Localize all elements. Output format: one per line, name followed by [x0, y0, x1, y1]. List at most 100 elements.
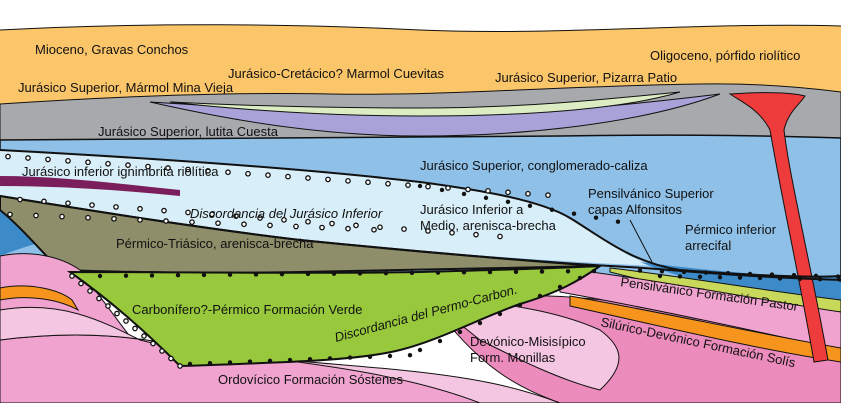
conglomerate-dot: [149, 273, 155, 278]
conglomerate-dot: [85, 159, 91, 166]
conglomerate-dot: [657, 273, 663, 279]
label-jur-inf-medio-2: Medio, arenisca-brecha: [420, 218, 557, 233]
conglomerate-dot: [517, 302, 523, 308]
conglomerate-dot: [17, 196, 23, 203]
conglomerate-dot: [65, 200, 71, 207]
conglomerate-dot: [111, 215, 117, 222]
conglomerate-dot: [527, 203, 533, 208]
layer-porfido-riolitico: [728, 92, 829, 363]
conglomerate-dot: [483, 195, 489, 201]
conglomerate-dot: [165, 165, 171, 171]
conglomerate-dot: [439, 187, 445, 193]
conglomerate-dot: [425, 183, 431, 190]
conglomerate-dot: [141, 333, 147, 339]
conglomerate-dot: [327, 356, 333, 361]
conglomerate-dot: [537, 293, 543, 299]
conglomerate-dot: [417, 347, 423, 353]
conglomerate-dot: [377, 224, 383, 231]
conglomerate-dot: [465, 186, 471, 193]
conglomerate-dot: [225, 169, 231, 176]
conglomerate-dot: [757, 275, 763, 281]
label-jur-cret: Jurásico-Cretácico? Marmol Cuevitas: [228, 66, 445, 81]
conglomerate-dot: [445, 185, 451, 191]
conglomerate-dot: [114, 310, 120, 317]
conglomerate-dot: [345, 178, 351, 184]
conglomerate-dot: [69, 273, 75, 279]
conglomerate-dot: [245, 170, 251, 177]
conglomerate-dot: [637, 268, 643, 273]
conglomerate-dot: [405, 182, 411, 188]
conglomerate-dot: [473, 231, 479, 238]
conglomerate-dot: [267, 222, 273, 229]
conglomerate-dot: [163, 218, 169, 224]
conglomerate-dot: [565, 269, 571, 274]
conglomerate-dot: [132, 325, 138, 332]
conglomerate-dot: [487, 269, 493, 275]
conglomerate-dot: [725, 271, 731, 276]
label-pensil-sup-2: capas Alfonsitos: [588, 202, 682, 217]
conglomerate-dot: [417, 183, 423, 189]
conglomerate-dot: [5, 153, 11, 160]
label-devonico-1: Devónico-Misisípico: [470, 334, 586, 349]
conglomerate-dot: [365, 179, 371, 186]
label-ignimbrita: Jurásico inferior ignimbrita riolítica: [22, 164, 219, 179]
conglomerate-dot: [319, 224, 325, 231]
layer-jurasico-inferior: [0, 150, 660, 266]
conglomerate-dot: [485, 188, 491, 194]
line-base-jurasico: [0, 195, 841, 281]
conglomerate-dot: [435, 270, 441, 275]
layer-ignimbrita: [0, 176, 180, 196]
conglomerate-dot: [241, 221, 247, 228]
conglomerate-dot: [461, 191, 467, 197]
conglomerate-dot: [145, 163, 151, 170]
conglomerate-dot: [777, 276, 783, 281]
conglomerate-dot: [677, 274, 683, 279]
conglomerate-dot: [817, 277, 823, 282]
conglomerate-dot: [78, 280, 84, 287]
conglomerate-dot: [175, 273, 181, 278]
conglomerate-dot: [45, 156, 51, 163]
layer-marmol-cuevitas: [169, 91, 681, 117]
conglomerate-dot: [215, 220, 221, 227]
conglomerate-dot: [697, 274, 703, 279]
conglomerate-dot: [353, 222, 359, 229]
conglomerate-dot: [150, 340, 156, 347]
conglomerate-dot: [85, 214, 91, 221]
conglomerate-dot: [425, 228, 431, 234]
conglomerate-dot: [571, 211, 577, 216]
label-jur-inf-medio-1: Jurásico Inferior a: [420, 202, 524, 217]
label-marmol-mina-vieja: Jurásico Superior, Mármol Mina Vieja: [18, 80, 234, 95]
conglomerate-dot: [123, 273, 129, 278]
conglomerate-dot: [227, 272, 233, 277]
conglomerate-dot: [505, 189, 511, 196]
conglomerate-dot: [97, 273, 103, 279]
conglomerate-dot: [113, 204, 119, 210]
conglomerate-dot: [293, 223, 299, 230]
conglomerate-dot: [96, 295, 102, 302]
conglomerate-dot: [791, 273, 797, 278]
conglomerate-dot: [207, 361, 213, 366]
conglomerate-dot: [105, 160, 111, 167]
conglomerate-dot: [201, 272, 207, 278]
conglomerate-dot: [265, 172, 271, 178]
conglomerate-dot: [545, 192, 551, 198]
label-discordancia-jurasico: Discordancia del Jurásico Inferior: [190, 206, 383, 221]
conglomerate-dot: [557, 284, 563, 290]
conglomerate-dot: [279, 271, 285, 277]
label-pizarra-patio: Jurásico Superior, Pizarra Patio: [495, 70, 677, 85]
label-carbonifero: Carbonífero?-Pérmico Formación Verde: [132, 302, 363, 317]
conglomerate-dot: [87, 288, 93, 294]
conglomerate-dot: [505, 199, 511, 205]
conglomerate-dot: [233, 213, 239, 220]
conglomerate-dot: [185, 166, 191, 173]
layer-pensilvanico-pastor: [559, 267, 841, 351]
conglomerate-dot: [593, 215, 599, 220]
label-ordovicico: Ordovícico Formación Sóstenes: [218, 372, 403, 387]
conglomerate-dot: [305, 175, 311, 181]
conglomerate-dot: [797, 276, 803, 281]
label-mioceno: Mioceno, Gravas Conchos: [35, 42, 189, 57]
conglomerate-dot: [387, 353, 393, 359]
label-oligoceno: Oligoceno, pórfido riolítico: [650, 48, 800, 63]
conglomerate-dot: [737, 275, 743, 280]
